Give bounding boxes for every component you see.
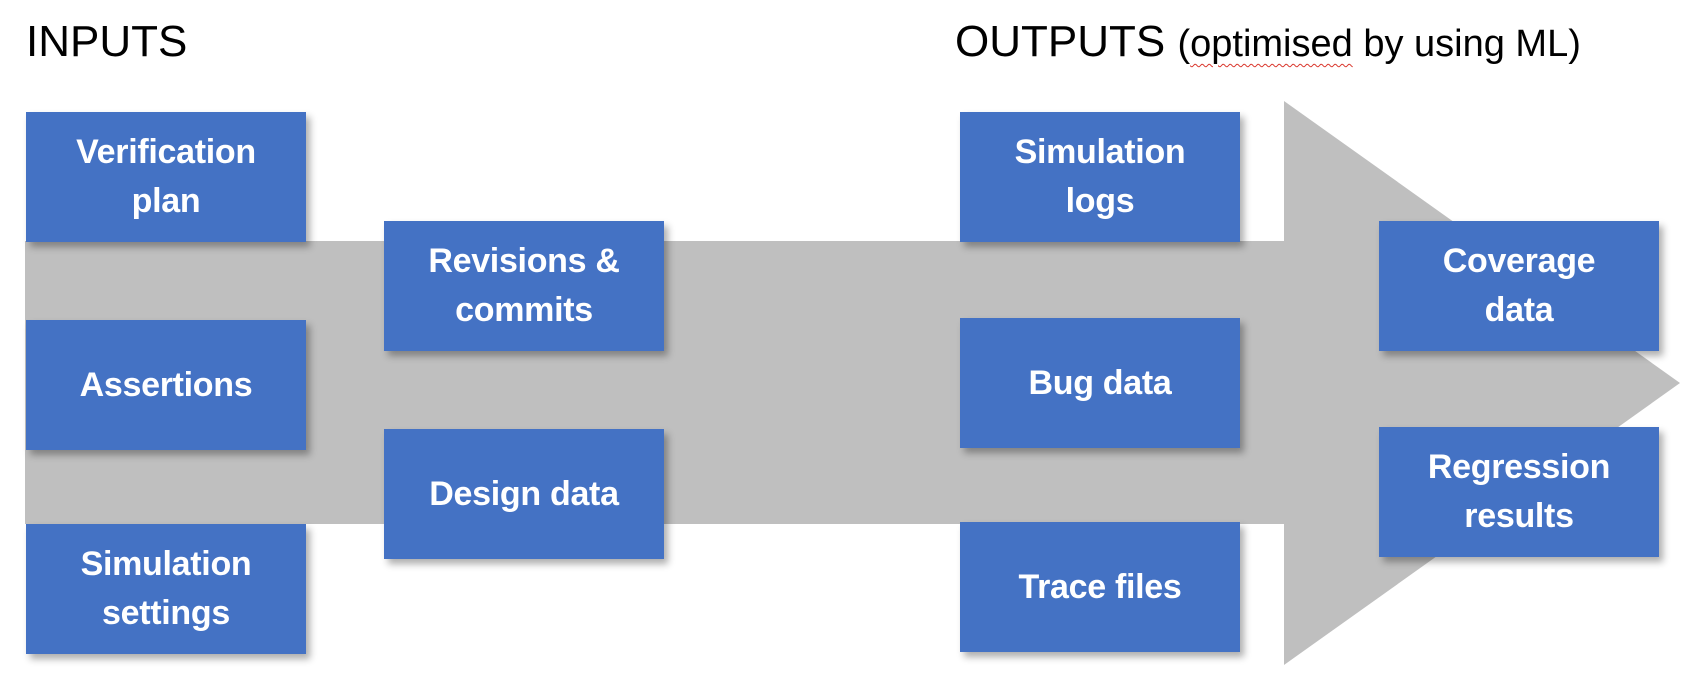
outputs-heading-note: (optimised by using ML) xyxy=(1177,23,1580,65)
input-box-label: Verification plan xyxy=(76,133,256,220)
output-box-bug-data: Bug data xyxy=(960,318,1240,448)
outputs-note-open: ( xyxy=(1177,23,1191,65)
input-box-design-data: Design data xyxy=(384,429,664,559)
input-box-label: Simulation settings xyxy=(80,545,252,632)
output-box-label: Trace files xyxy=(1018,567,1182,606)
input-box-label: Assertions xyxy=(79,365,253,404)
input-box-label: Revisions & commits xyxy=(428,242,620,329)
input-box-assertions: Assertions xyxy=(26,320,306,450)
output-box-trace-files: Trace files xyxy=(960,522,1240,652)
outputs-note-rest: by using ML) xyxy=(1352,23,1581,65)
inputs-heading: INPUTS xyxy=(26,14,187,70)
input-box-revisions-commits: Revisions & commits xyxy=(384,221,664,351)
output-box-simulation-logs: Simulation logs xyxy=(960,112,1240,242)
outputs-note-word: optimised xyxy=(1190,23,1353,65)
output-box-label: Regression results xyxy=(1427,448,1611,535)
output-box-label: Simulation logs xyxy=(1014,133,1186,220)
input-box-verification-plan: Verification plan xyxy=(26,112,306,242)
input-box-label: Design data xyxy=(429,474,619,513)
output-box-label: Bug data xyxy=(1028,363,1172,402)
output-box-coverage-data: Coverage data xyxy=(1379,221,1659,351)
outputs-heading-text: OUTPUTS xyxy=(955,17,1166,66)
inputs-heading-text: INPUTS xyxy=(26,17,188,66)
outputs-heading: OUTPUTS (optimised by using ML) xyxy=(955,14,1581,72)
output-box-label: Coverage data xyxy=(1442,242,1596,329)
output-box-regression-results: Regression results xyxy=(1379,427,1659,557)
input-box-simulation-settings: Simulation settings xyxy=(26,524,306,654)
